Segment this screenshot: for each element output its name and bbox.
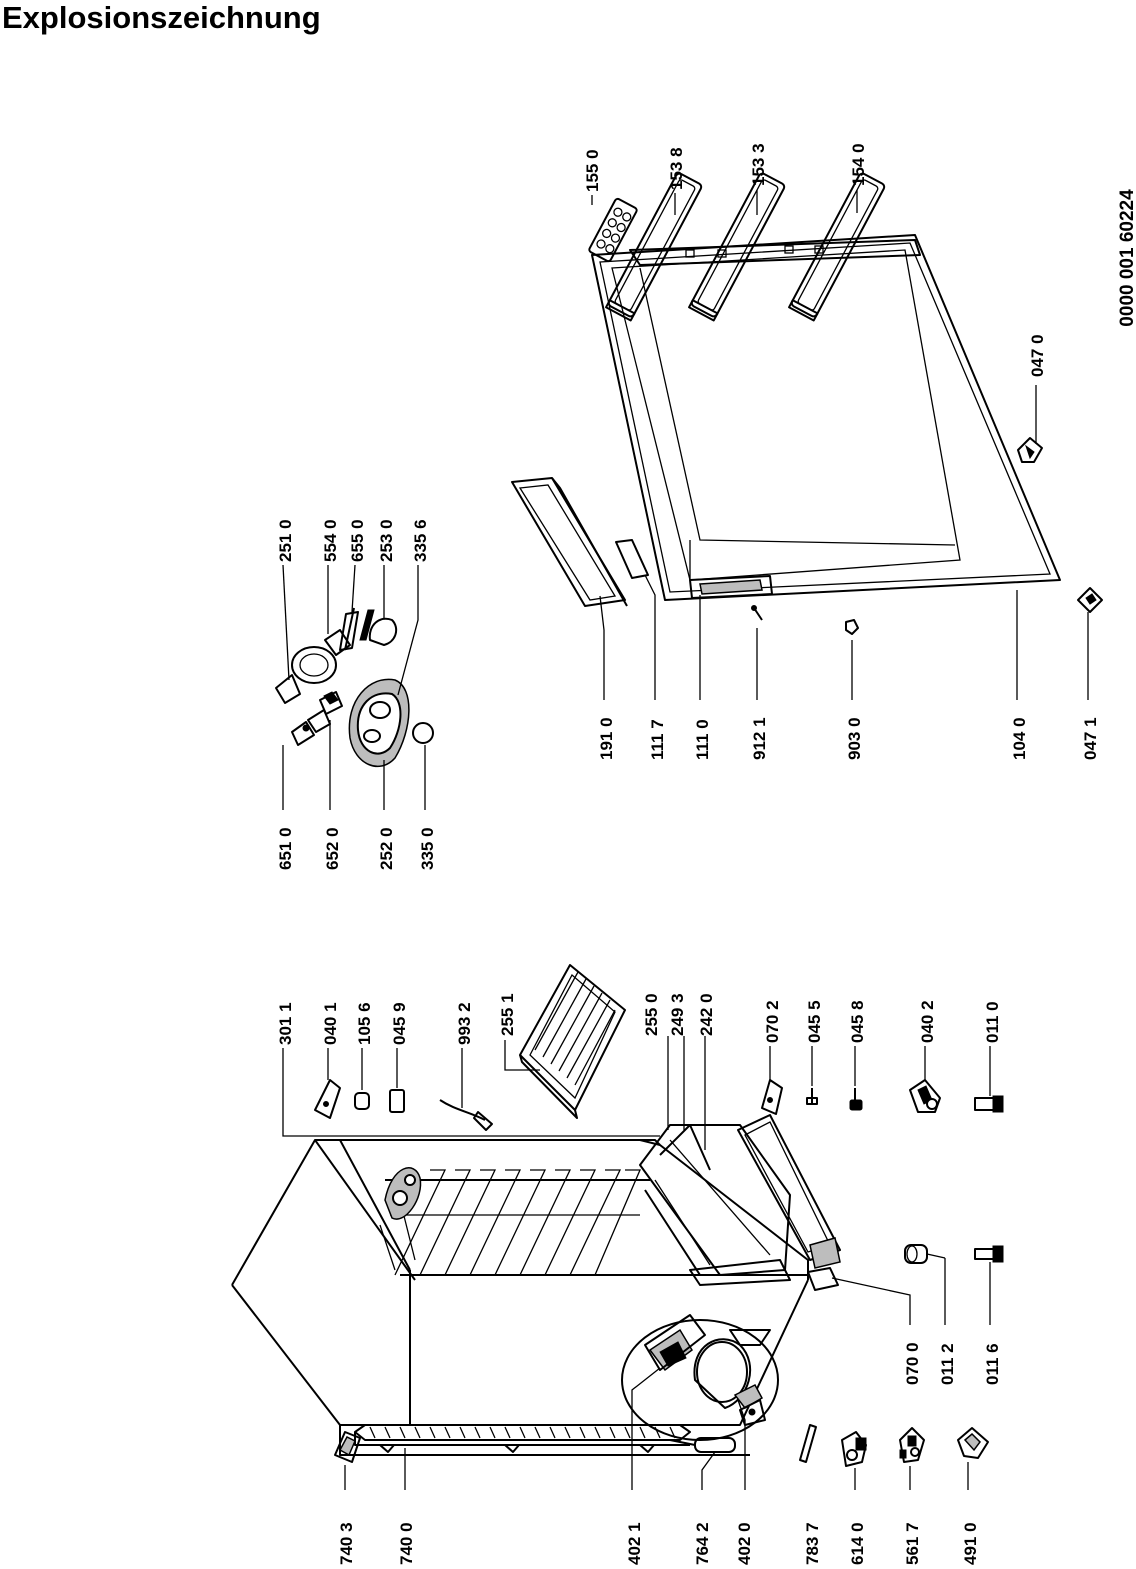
- label-104-0: 104 0: [1010, 717, 1029, 760]
- door-bin-1533: [688, 172, 786, 322]
- label-335-6: 335 6: [411, 519, 430, 562]
- clip-0702-part: [761, 1079, 783, 1115]
- label-011-2: 011 2: [938, 1343, 957, 1385]
- label-402-0: 402 0: [735, 1522, 754, 1565]
- label-912-1: 912 1: [750, 717, 769, 760]
- crisper-drawer-part: [639, 1124, 791, 1286]
- label-255-0: 255 0: [642, 993, 661, 1036]
- label-153-3: 153 3: [749, 143, 768, 186]
- label-491-0: 491 0: [961, 1522, 980, 1565]
- spacer-1056-part: [354, 1092, 370, 1110]
- cabinet-part: [231, 1139, 809, 1456]
- screw-0116-part: [974, 1245, 1004, 1263]
- shelf-supports: [394, 1169, 641, 1276]
- screw-9121-part: [751, 605, 763, 621]
- plug-0459-part: [389, 1089, 405, 1113]
- label-040-1: 040 1: [321, 1002, 340, 1045]
- door-gasket-part: [511, 477, 628, 607]
- label-251-0: 251 0: [276, 519, 295, 562]
- bracket-7403-part: [334, 1431, 361, 1463]
- compressor-part: [621, 1314, 779, 1441]
- part-5617: [899, 1427, 925, 1463]
- label-335-0: 335 0: [418, 827, 437, 870]
- label-903-0: 903 0: [845, 717, 864, 760]
- cable-9932-part: [439, 1099, 493, 1131]
- pin-0455-part: [806, 1088, 818, 1105]
- label-402-1: 402 1: [625, 1522, 644, 1565]
- door-part: [591, 234, 1061, 601]
- condenser-part: [354, 1424, 691, 1453]
- label-111-0: 111 0: [693, 719, 712, 760]
- label-655-0: 655 0: [348, 519, 367, 562]
- grommet-0112-part: [904, 1244, 928, 1264]
- upper-hinge-part: [1017, 437, 1043, 463]
- label-253-0: 253 0: [377, 519, 396, 562]
- door-bin-1540: [788, 172, 886, 322]
- cap-0700-part: [807, 1267, 839, 1291]
- label-255-1: 255 1: [498, 993, 517, 1036]
- foot-0110-part: [974, 1095, 1004, 1113]
- label-155-0: 155 0: [583, 149, 602, 192]
- label-070-2: 070 2: [763, 1000, 782, 1043]
- label-242-0: 242 0: [697, 993, 716, 1036]
- label-045-9: 045 9: [390, 1002, 409, 1045]
- clip-9030-part: [845, 619, 859, 635]
- glass-shelf-part: [519, 964, 626, 1119]
- label-070-0: 070 0: [903, 1342, 922, 1385]
- label-764-2: 764 2: [693, 1522, 712, 1565]
- label-153-8: 153 8: [667, 147, 686, 190]
- document-number: 0000 001 60224: [1117, 189, 1136, 327]
- label-191-0: 191 0: [597, 717, 616, 760]
- label-614-0: 614 0: [848, 1522, 867, 1565]
- label-651-0: 651 0: [276, 827, 295, 870]
- label-740-0: 740 0: [397, 1522, 416, 1565]
- label-011-6: 011 6: [983, 1343, 1002, 1385]
- label-045-8: 045 8: [848, 1000, 867, 1043]
- part-6140: [841, 1431, 867, 1467]
- label-047-1: 047 1: [1081, 717, 1100, 760]
- label-783-7: 783 7: [803, 1522, 822, 1565]
- bracket-0402-part: [909, 1079, 941, 1113]
- label-111-7: 111 7: [648, 719, 667, 760]
- drawer-cover-part: [737, 1114, 841, 1269]
- page-title: Explosionszeichnung: [2, 0, 321, 35]
- label-249-3: 249 3: [668, 993, 687, 1036]
- label-045-5: 045 5: [805, 1000, 824, 1043]
- label-554-0: 554 0: [321, 519, 340, 562]
- label-740-3: 740 3: [337, 1522, 356, 1565]
- egg-tray-part: [588, 197, 638, 263]
- door-bin-1538: [605, 172, 703, 322]
- label-154-0: 154 0: [849, 143, 868, 186]
- part-7837: [799, 1424, 817, 1463]
- handle-cover-part: [615, 539, 649, 579]
- label-561-7: 561 7: [903, 1522, 922, 1565]
- label-252-0: 252 0: [377, 827, 396, 870]
- label-047-0: 047 0: [1028, 334, 1047, 377]
- lower-hinge-part: [1077, 587, 1103, 613]
- label-105-6: 105 6: [355, 1002, 374, 1045]
- part-4910: [957, 1427, 989, 1459]
- thermostat-lamp-assembly: [275, 607, 434, 768]
- bracket-0401-part: [314, 1079, 341, 1119]
- label-652-0: 652 0: [323, 827, 342, 870]
- label-301-1: 301 1: [276, 1002, 295, 1045]
- screw-0458-part: [849, 1088, 863, 1111]
- label-040-2: 040 2: [918, 1000, 937, 1043]
- label-011-0: 011 0: [983, 1001, 1002, 1043]
- label-993-2: 993 2: [455, 1002, 474, 1045]
